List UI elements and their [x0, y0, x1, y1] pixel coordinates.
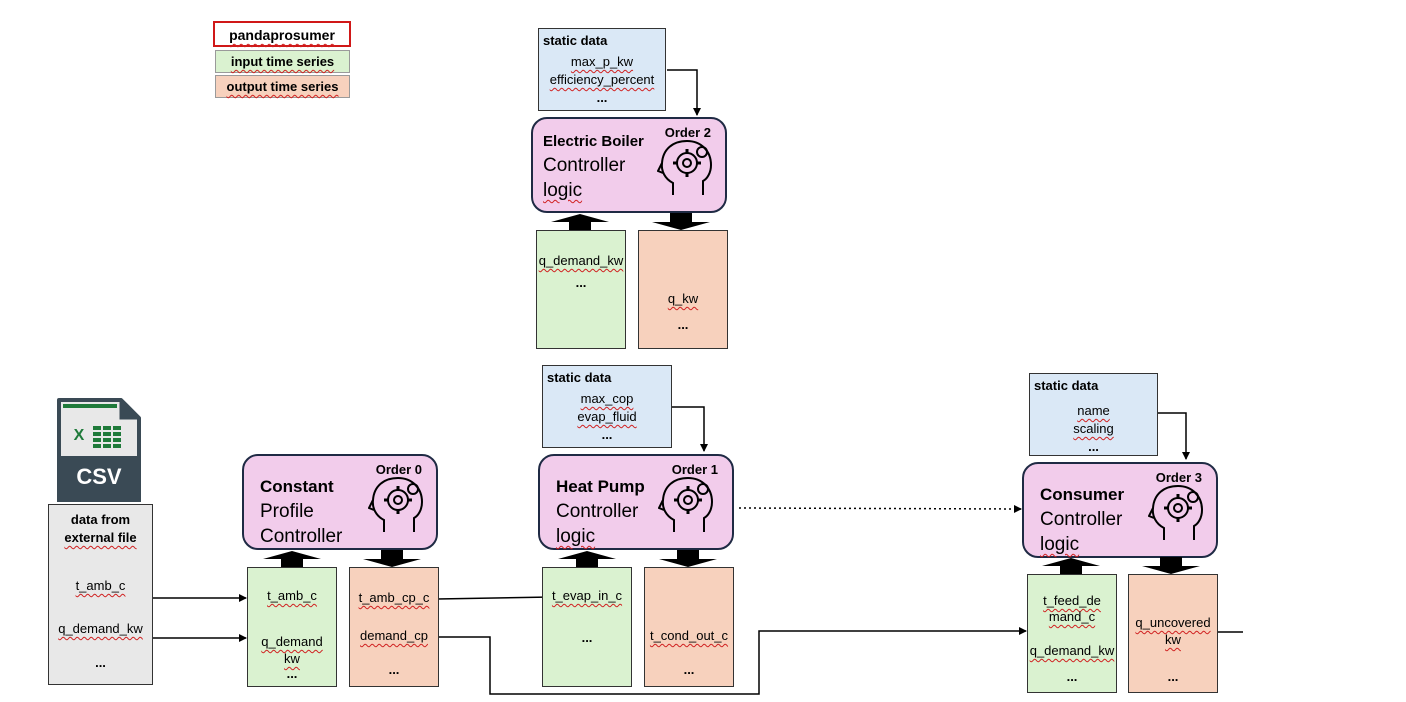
boiler-static-dots: ... — [596, 90, 608, 105]
heatpump-controller-line2: Controller — [556, 501, 639, 522]
constant-controller-line3: Controller — [260, 526, 343, 547]
boiler-static-data: static data max_p_kw efficiency_percent … — [538, 28, 666, 111]
consumer-input-series: t_feed_de mand_c q_demand_kw ... — [1027, 574, 1117, 693]
consumer-static-data: static data name scaling ... — [1029, 373, 1158, 456]
consumer-order: Order 3 — [1155, 470, 1202, 485]
consumer-controller-name: Consumer — [1040, 485, 1125, 504]
constant-output-arrow — [363, 550, 421, 567]
boiler-output-series: q_kw ... — [638, 230, 728, 349]
boiler-controller-name: Electric Boiler — [543, 133, 644, 150]
legend-pandaprosumer: pandaprosumer — [213, 21, 351, 47]
heatpump-controller: Heat Pump Controller logic Order 1 — [538, 454, 734, 550]
boiler-static-efficiency: efficiency_percent — [549, 72, 655, 87]
consumer-static-arrow — [1158, 412, 1190, 460]
boiler-input-arrow — [551, 214, 609, 231]
boiler-input-series: q_demand_kw ... — [536, 230, 626, 349]
brain-gear-icon — [657, 139, 713, 195]
constant-controller-name: Constant — [260, 477, 334, 496]
consumer-controller-line3: logic — [1040, 534, 1080, 555]
external-t-amb: t_amb_c — [75, 578, 126, 593]
constant-controller: Constant Profile Controller Order 0 — [242, 454, 438, 550]
consumer-output-arrow — [1142, 557, 1200, 574]
consumer-static-dots: ... — [1088, 439, 1099, 454]
hp-consumer-dotted-arrow — [738, 504, 1022, 513]
boiler-order: Order 2 — [664, 125, 711, 140]
boiler-controller-line3: logic — [543, 180, 583, 201]
hp-static-dots: ... — [601, 427, 613, 442]
constant-order: Order 0 — [375, 462, 422, 477]
heatpump-controller-line3: logic — [556, 526, 596, 547]
consumer-controller-line2: Controller — [1040, 509, 1123, 530]
external-title-2: external file — [64, 530, 137, 545]
consumer-input-arrow — [1042, 558, 1100, 575]
consumer-static-scaling: scaling — [1073, 421, 1114, 436]
external-dots: ... — [95, 655, 106, 670]
hp-static-evap-fluid: evap_fluid — [577, 409, 637, 424]
brain-gear-icon — [658, 476, 714, 532]
legend-output: output time series — [215, 75, 350, 98]
brain-gear-icon — [1148, 484, 1204, 540]
boiler-controller: Electric Boiler Controller logic Order 2 — [531, 117, 727, 213]
external-q-demand: q_demand_kw — [58, 621, 143, 636]
t-amb-cp-arrow — [436, 593, 553, 602]
heatpump-controller-name: Heat Pump — [556, 477, 645, 496]
svg-text:X: X — [74, 427, 85, 444]
constant-input-series: t_amb_c q_demand kw ... — [247, 567, 337, 687]
external-title-1: data from — [70, 512, 131, 527]
brain-gear-icon — [368, 476, 424, 532]
csv-label: CSV — [76, 464, 122, 489]
hp-static-data: static data max_cop evap_fluid ... — [542, 365, 672, 448]
consumer-static-name: name — [1077, 403, 1110, 418]
constant-controller-line2: Profile — [260, 501, 314, 522]
heatpump-input-arrow — [558, 551, 616, 568]
consumer-controller: Consumer Controller logic Order 3 — [1022, 462, 1218, 558]
boiler-output-arrow — [652, 213, 710, 230]
boiler-static-max-p: max_p_kw — [570, 54, 634, 69]
boiler-static-arrow — [667, 69, 701, 116]
hp-static-arrow — [672, 406, 708, 452]
boiler-controller-line2: Controller — [543, 155, 626, 176]
consumer-output-series: q_uncovered kw ... — [1128, 574, 1218, 693]
external-file-box: data from external file t_amb_c q_demand… — [48, 504, 153, 685]
constant-input-arrow — [263, 551, 321, 568]
csv-file-icon: X — [57, 398, 141, 502]
hp-static-max-cop: max_cop — [580, 391, 634, 406]
heatpump-input-series: t_evap_in_c ... — [542, 567, 632, 687]
heatpump-output-arrow — [659, 550, 717, 567]
legend-input: input time series — [215, 50, 350, 73]
constant-output-series: t_amb_cp_c demand_cp ... — [349, 567, 439, 687]
demand-cp-arrow — [437, 627, 1027, 695]
heatpump-output-series: t_cond_out_c ... — [644, 567, 734, 687]
heatpump-order: Order 1 — [671, 462, 718, 477]
